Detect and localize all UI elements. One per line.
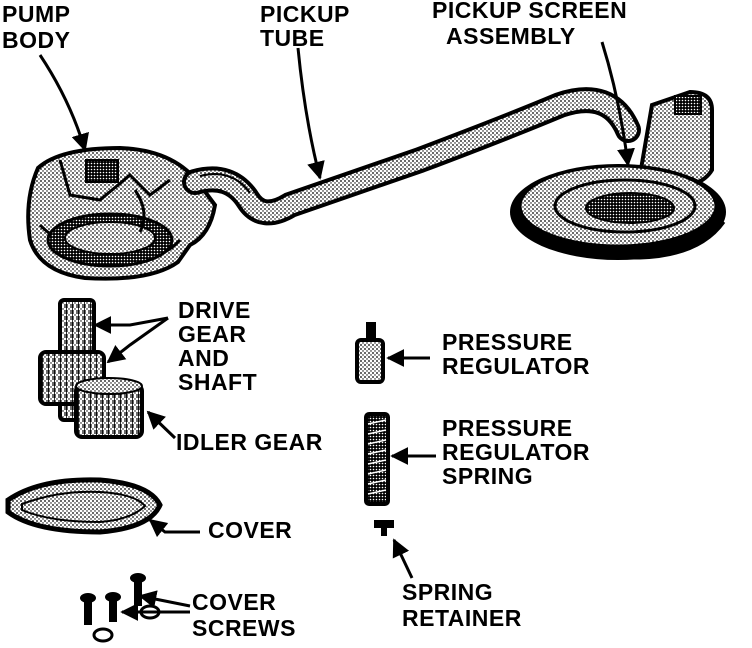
label-idler-gear: IDLER GEAR [176, 429, 323, 455]
regulator-spring-illustration [364, 412, 390, 506]
pump-body-illustration [26, 145, 218, 281]
label-cover-screws: COVER SCREWS [192, 589, 296, 641]
pressure-regulator-illustration [355, 322, 385, 384]
label-pump-body: PUMP BODY [2, 1, 77, 53]
cover-screws-illustration [80, 573, 161, 643]
pickup-screen-illustration [510, 89, 726, 260]
cover-illustration [5, 477, 163, 535]
label-pressure-regulator: PRESSURE REGULATOR [442, 329, 590, 379]
label-pressure-regulator-spring: PRESSURE REGULATOR SPRING [442, 415, 597, 489]
label-pickup-tube: PICKUP TUBE [260, 1, 356, 51]
label-drive-gear-and-shaft: DRIVE GEAR AND SHAFT [178, 297, 258, 395]
pickup-tube-illustration [182, 87, 641, 226]
spring-retainer-illustration [374, 520, 394, 536]
label-cover: COVER [208, 517, 292, 543]
idler-gear-illustration [74, 377, 144, 439]
leader-lines [38, 41, 635, 621]
label-spring-retainer: SPRING RETAINER [402, 579, 522, 631]
label-pickup-screen-assembly: PICKUP SCREEN ASSEMBLY [432, 0, 634, 49]
